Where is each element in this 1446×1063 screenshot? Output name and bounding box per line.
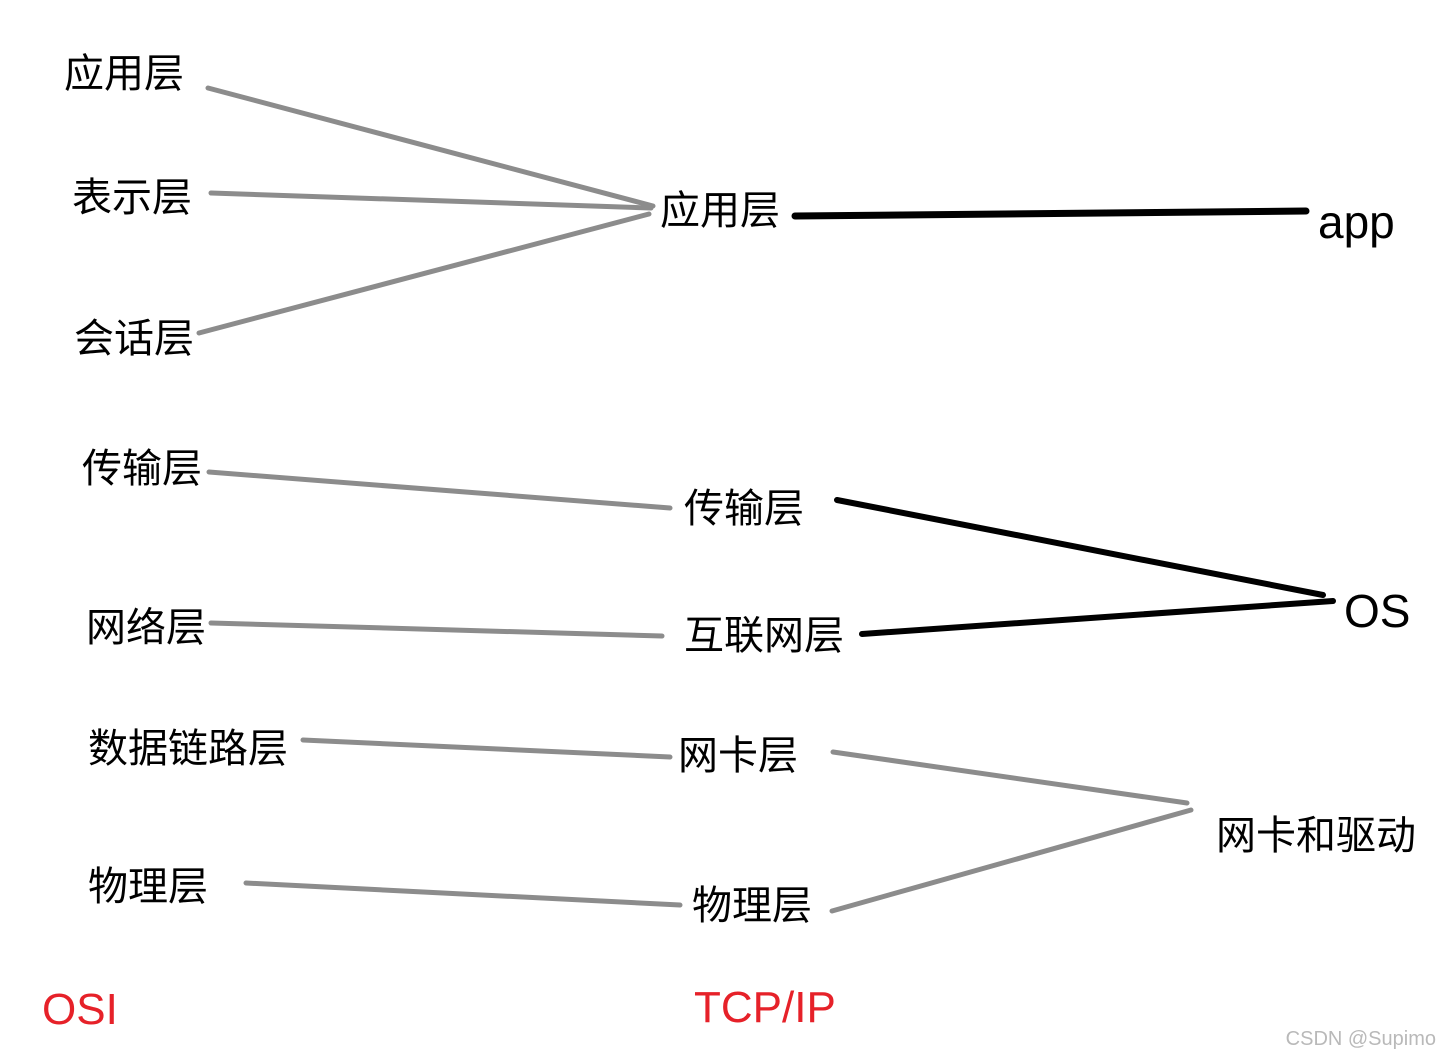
osi-layer-transport: 传输层 <box>82 447 202 491</box>
osi-layer-physical: 物理层 <box>88 865 208 909</box>
osi-layer-session: 会话层 <box>74 317 194 361</box>
connector-osi-physical-to-tcpip-physical <box>243 880 683 908</box>
watermark-text: CSDN @Supimo <box>1285 1028 1436 1050</box>
impl-label-nic-driver: 网卡和驱动 <box>1216 814 1416 858</box>
connector-tcpip-internet-to-os <box>859 598 1336 637</box>
osi-layer-application: 应用层 <box>64 52 184 96</box>
connector-tcpip-physical-to-nic-driver <box>829 807 1194 914</box>
connector-osi-session-to-tcpip-application <box>196 211 652 336</box>
connector-tcpip-application-to-app <box>791 207 1310 220</box>
tcpip-layer-transport: 传输层 <box>684 487 804 531</box>
impl-label-app: app <box>1318 196 1395 248</box>
connector-tcpip-transport-to-os <box>834 497 1326 598</box>
column-label-osi: OSI <box>42 985 118 1034</box>
osi-layer-presentation: 表示层 <box>72 176 192 220</box>
tcpip-layer-internet: 互联网层 <box>684 614 844 658</box>
impl-label-os: OS <box>1344 585 1411 637</box>
connector-osi-datalink-to-tcpip-nic <box>300 737 673 760</box>
osi-layer-datalink: 数据链路层 <box>88 727 288 771</box>
connector-osi-application-to-tcpip-application <box>205 85 656 209</box>
tcpip-layer-application: 应用层 <box>660 189 780 233</box>
connector-osi-network-to-tcpip-internet <box>208 620 665 639</box>
connector-osi-transport-to-tcpip-transport <box>206 469 673 511</box>
tcpip-layer-nic: 网卡层 <box>678 734 798 778</box>
connector-tcpip-nic-to-nic-driver <box>830 749 1190 806</box>
column-label-tcpip: TCP/IP <box>694 983 836 1032</box>
tcpip-layer-physical: 物理层 <box>692 884 812 928</box>
osi-layer-network: 网络层 <box>86 606 206 650</box>
connector-osi-presentation-to-tcpip-application <box>208 190 654 211</box>
